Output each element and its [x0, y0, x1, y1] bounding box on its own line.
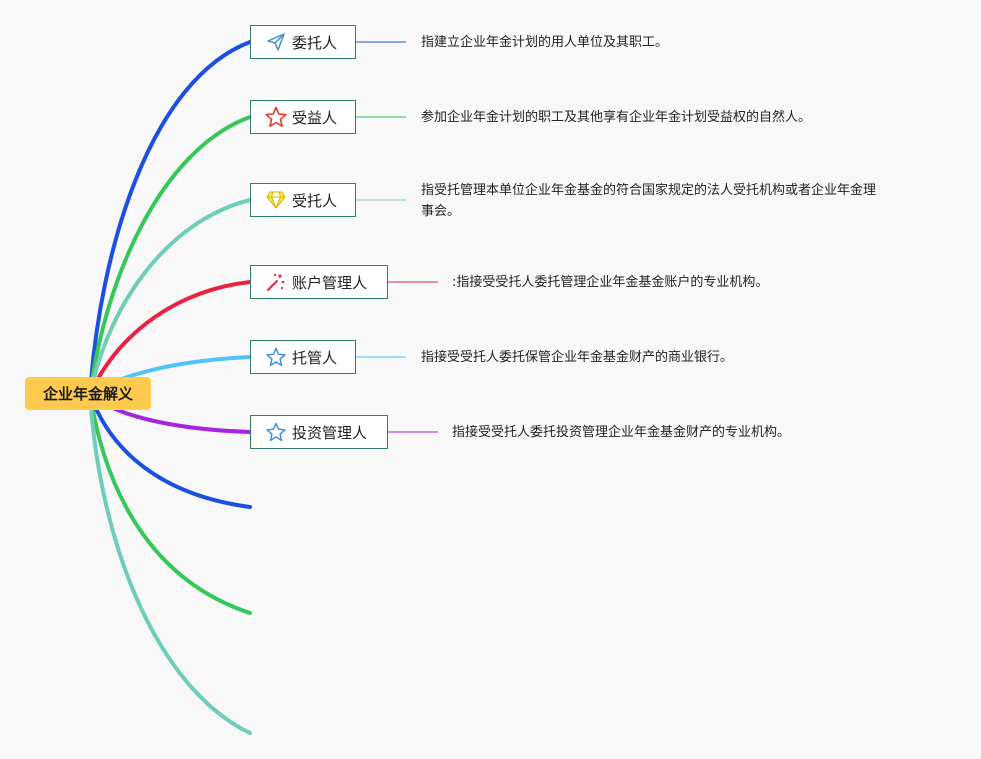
empty-branch-curve-1: [88, 392, 252, 509]
node-label: 账户管理人: [292, 273, 368, 292]
description-weituoren: 指建立企业年金计划的用人单位及其职工。: [421, 35, 669, 50]
sparkle-icon: [265, 271, 287, 293]
node-shoutuoren[interactable]: 受托人: [250, 183, 356, 217]
empty-branch-curve-3: [88, 392, 252, 735]
paper-plane-icon: [265, 31, 287, 53]
branch-curve-shoutuoren: [88, 198, 252, 396]
node-tuoguanren[interactable]: 托管人: [250, 340, 356, 374]
star-outline-icon: [265, 346, 287, 368]
node-zhanghu-guanliren[interactable]: 账户管理人: [250, 265, 388, 299]
description-line: 事会。: [421, 204, 461, 219]
description-shoutuoren: 指受托管理本单位企业年金基金的符合国家规定的法人受托机构或者企业年金理 事会。: [421, 180, 921, 222]
description-shouyiren: 参加企业年金计划的职工及其他享有企业年金计划受益权的自然人。: [421, 110, 812, 125]
node-shouyiren[interactable]: 受益人: [250, 100, 356, 134]
description-tuoguanren: 指接受受托人委托保管企业年金基金财产的商业银行。: [421, 350, 734, 365]
node-label: 托管人: [292, 348, 338, 367]
branch-curve-shouyiren: [88, 115, 252, 396]
node-label: 受益人: [292, 108, 338, 127]
star-icon: [265, 106, 287, 128]
node-label: 委托人: [292, 33, 338, 52]
description-line: 指受托管理本单位企业年金基金的符合国家规定的法人受托机构或者企业年金理: [421, 183, 877, 198]
branch-curve-weituoren: [88, 40, 252, 396]
diamond-icon: [265, 189, 287, 211]
root-node[interactable]: 企业年金解义: [25, 377, 151, 410]
description-zhanghu-guanliren: :指接受受托人委托管理企业年金基金账户的专业机构。: [452, 275, 769, 290]
node-weituoren[interactable]: 委托人: [250, 25, 356, 59]
empty-branch-curve-2: [88, 392, 252, 615]
node-label: 受托人: [292, 191, 338, 210]
star-outline-icon: [265, 421, 287, 443]
branch-curve-zhanghu: [88, 280, 252, 396]
description-touzi-guanliren: 指接受受托人委托投资管理企业年金基金财产的专业机构。: [452, 425, 791, 440]
node-label: 投资管理人: [292, 423, 368, 442]
node-touzi-guanliren[interactable]: 投资管理人: [250, 415, 388, 449]
